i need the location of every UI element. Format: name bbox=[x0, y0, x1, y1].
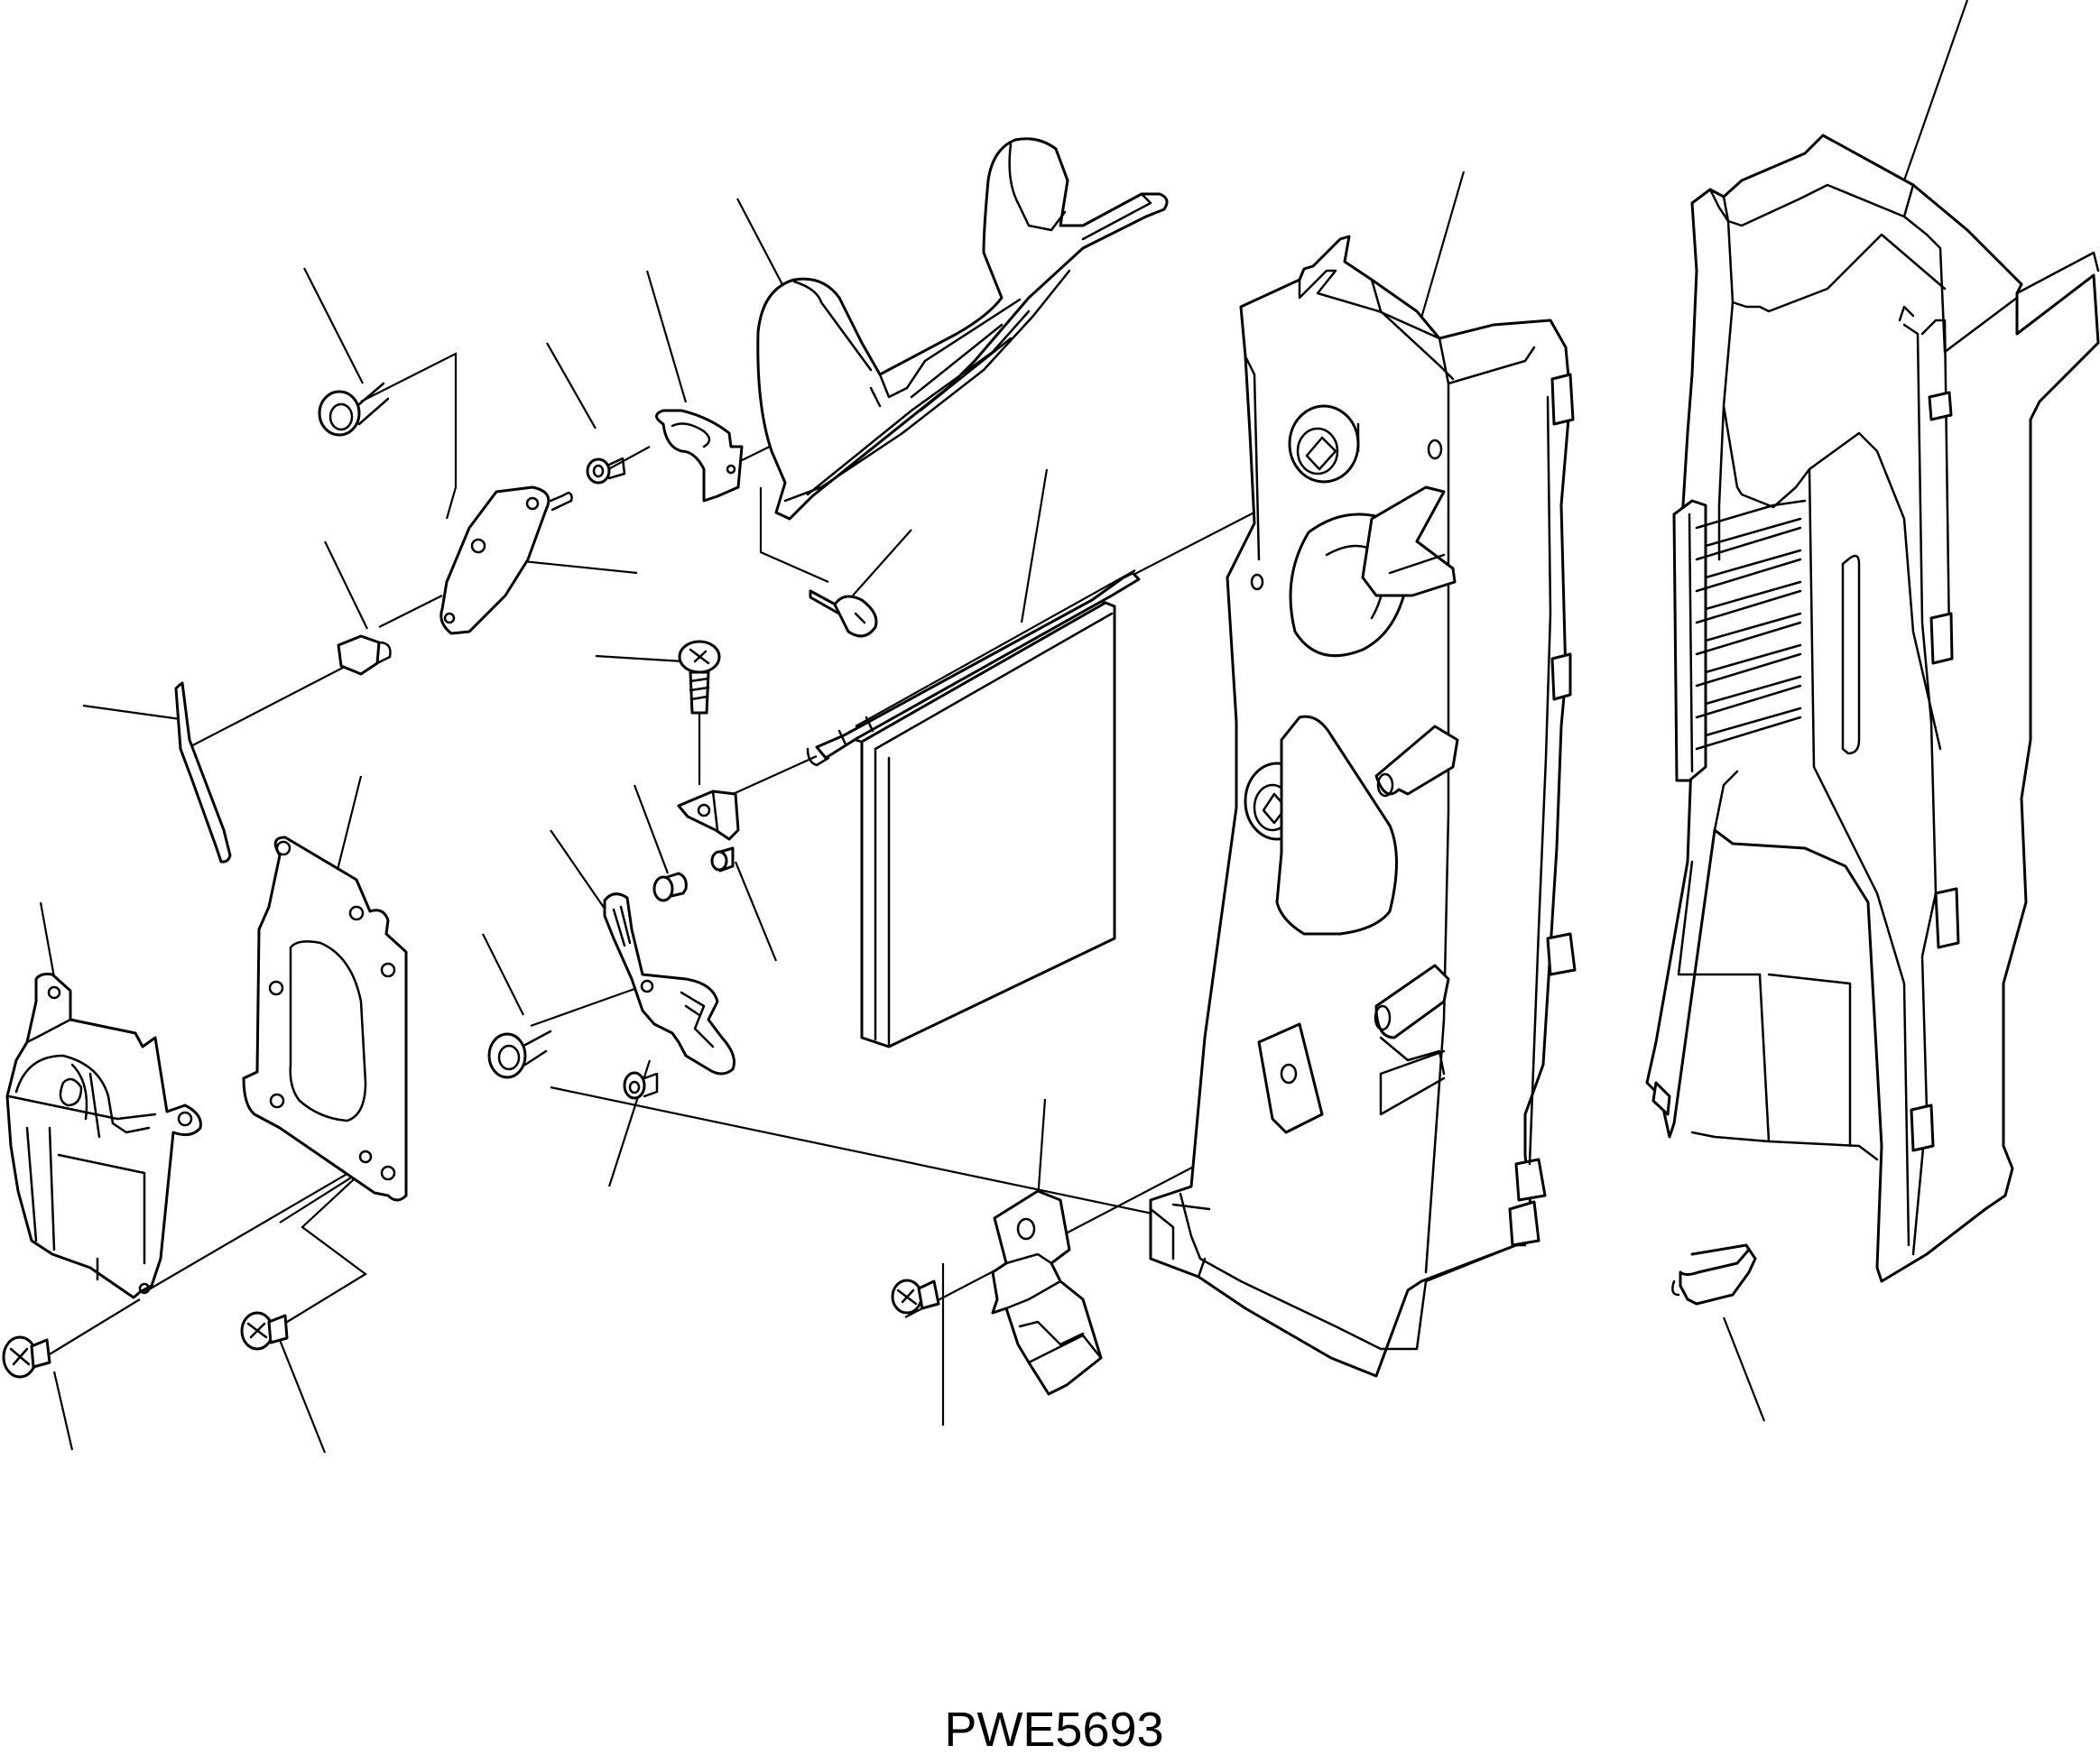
flange-bolt-lower-center bbox=[891, 1279, 940, 1315]
actuator-motor bbox=[5, 973, 202, 1299]
grommet-upper-left bbox=[318, 382, 390, 437]
link-lever bbox=[603, 892, 735, 1076]
grommet-washer-upper bbox=[586, 457, 626, 485]
door-screw bbox=[809, 589, 878, 638]
flange-bolt-lower-mid bbox=[240, 1311, 289, 1351]
actuator-rod bbox=[174, 681, 232, 864]
flange-bolt-lower-left bbox=[2, 1335, 51, 1379]
small-clip bbox=[1671, 1243, 1757, 1306]
duct-housing-center bbox=[1149, 235, 1577, 1378]
evaporator-filter-core bbox=[806, 571, 1141, 1048]
gasket-plate bbox=[242, 836, 408, 1202]
long-screw bbox=[678, 640, 721, 715]
door-flap bbox=[756, 137, 1169, 521]
clip-retainer bbox=[337, 634, 392, 676]
lever-bracket bbox=[439, 485, 573, 635]
small-angle-bracket bbox=[677, 790, 740, 841]
figure-id-label: PWE5693 bbox=[944, 1703, 1164, 1757]
cable-clamp bbox=[655, 409, 744, 503]
small-pin bbox=[652, 872, 688, 902]
grommet-washer-lower bbox=[623, 1071, 659, 1100]
grommet-center-left bbox=[487, 1030, 552, 1079]
small-pin-2 bbox=[710, 846, 735, 873]
duct-housing-rear bbox=[1645, 134, 2100, 1283]
mounting-bracket bbox=[991, 1189, 1103, 1396]
